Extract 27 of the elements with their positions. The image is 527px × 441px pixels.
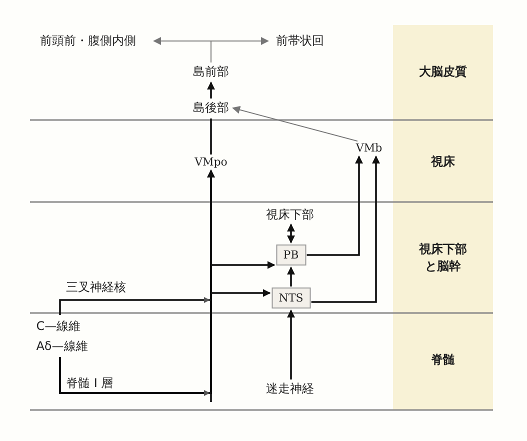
arrow (287, 266, 295, 286)
node-label: 島前部 (193, 64, 229, 80)
arrow (210, 37, 269, 63)
arrow (287, 310, 295, 380)
arrow (306, 156, 363, 256)
node-label: 前帯状回 (276, 32, 324, 50)
arrow (311, 156, 380, 303)
region-label: 大脳皮質 (419, 64, 467, 80)
node-label: VMpo (194, 156, 228, 168)
node-label: Aδ—線維 (36, 338, 88, 355)
arrow (287, 224, 295, 244)
node-label: 島後部 (193, 100, 229, 116)
region-label: 脊髄 (431, 352, 455, 368)
node-label: 迷走神経 (266, 380, 314, 398)
arrow (59, 289, 271, 394)
arrow (232, 106, 358, 142)
node-label: 視床下部 (266, 206, 314, 224)
node-label: VMb (356, 142, 382, 154)
nucleus-box: PB (276, 244, 306, 266)
edge-label: 三叉神経核 (66, 279, 126, 296)
connector-line (210, 118, 212, 154)
nucleus-box: NTS (272, 288, 310, 308)
region-label: 視床 (431, 154, 455, 170)
arrow (207, 82, 215, 98)
node-label: 前頭前・腹側内側 (40, 32, 136, 50)
node-label: C—線維 (36, 318, 82, 335)
region-label: 視床下部と脳幹 (418, 241, 468, 275)
